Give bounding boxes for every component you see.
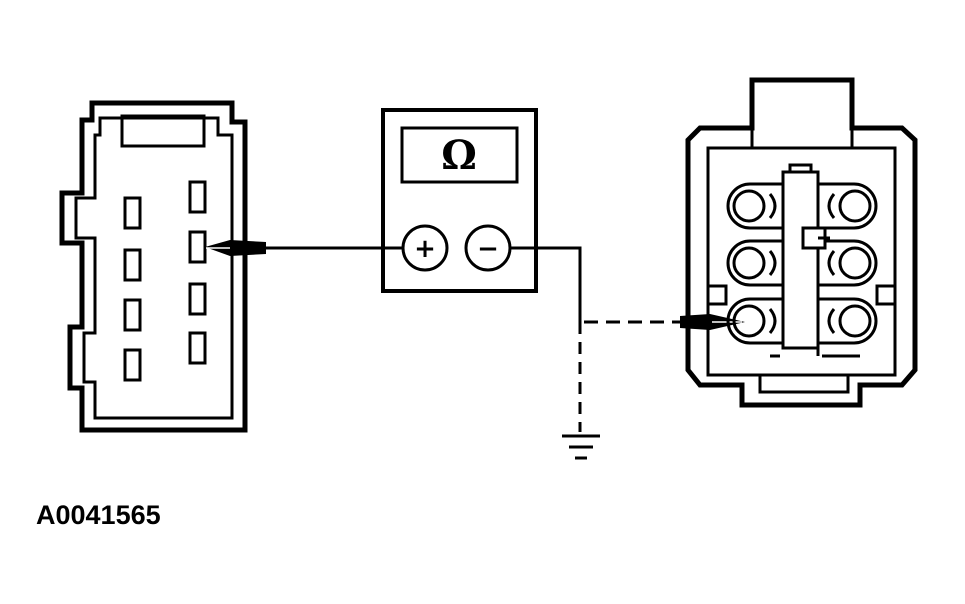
positive-terminal-label: + — [414, 234, 436, 264]
pin — [188, 282, 207, 316]
ohm-symbol: Ω — [441, 132, 477, 179]
pin — [123, 348, 142, 382]
pin — [123, 298, 142, 332]
positive-terminal — [401, 224, 449, 272]
pin — [188, 331, 207, 365]
left-connector — [59, 100, 248, 433]
pin — [123, 196, 142, 230]
negative-terminal-label: − — [477, 234, 499, 264]
terminal-probed — [732, 304, 766, 338]
center-latch — [770, 163, 860, 358]
positive-probe — [205, 240, 402, 256]
pin — [188, 180, 207, 214]
ohmmeter: Ω + − — [381, 108, 538, 293]
ground-icon — [562, 434, 600, 460]
figure-id-label: A0041565 — [36, 500, 161, 530]
pin-probed — [188, 230, 207, 264]
pin — [123, 248, 142, 282]
right-connector — [685, 77, 918, 408]
left-connector-pins — [123, 180, 207, 382]
ohmmeter-body — [381, 108, 538, 293]
ohmmeter-display — [400, 126, 519, 184]
negative-lead — [510, 246, 680, 432]
